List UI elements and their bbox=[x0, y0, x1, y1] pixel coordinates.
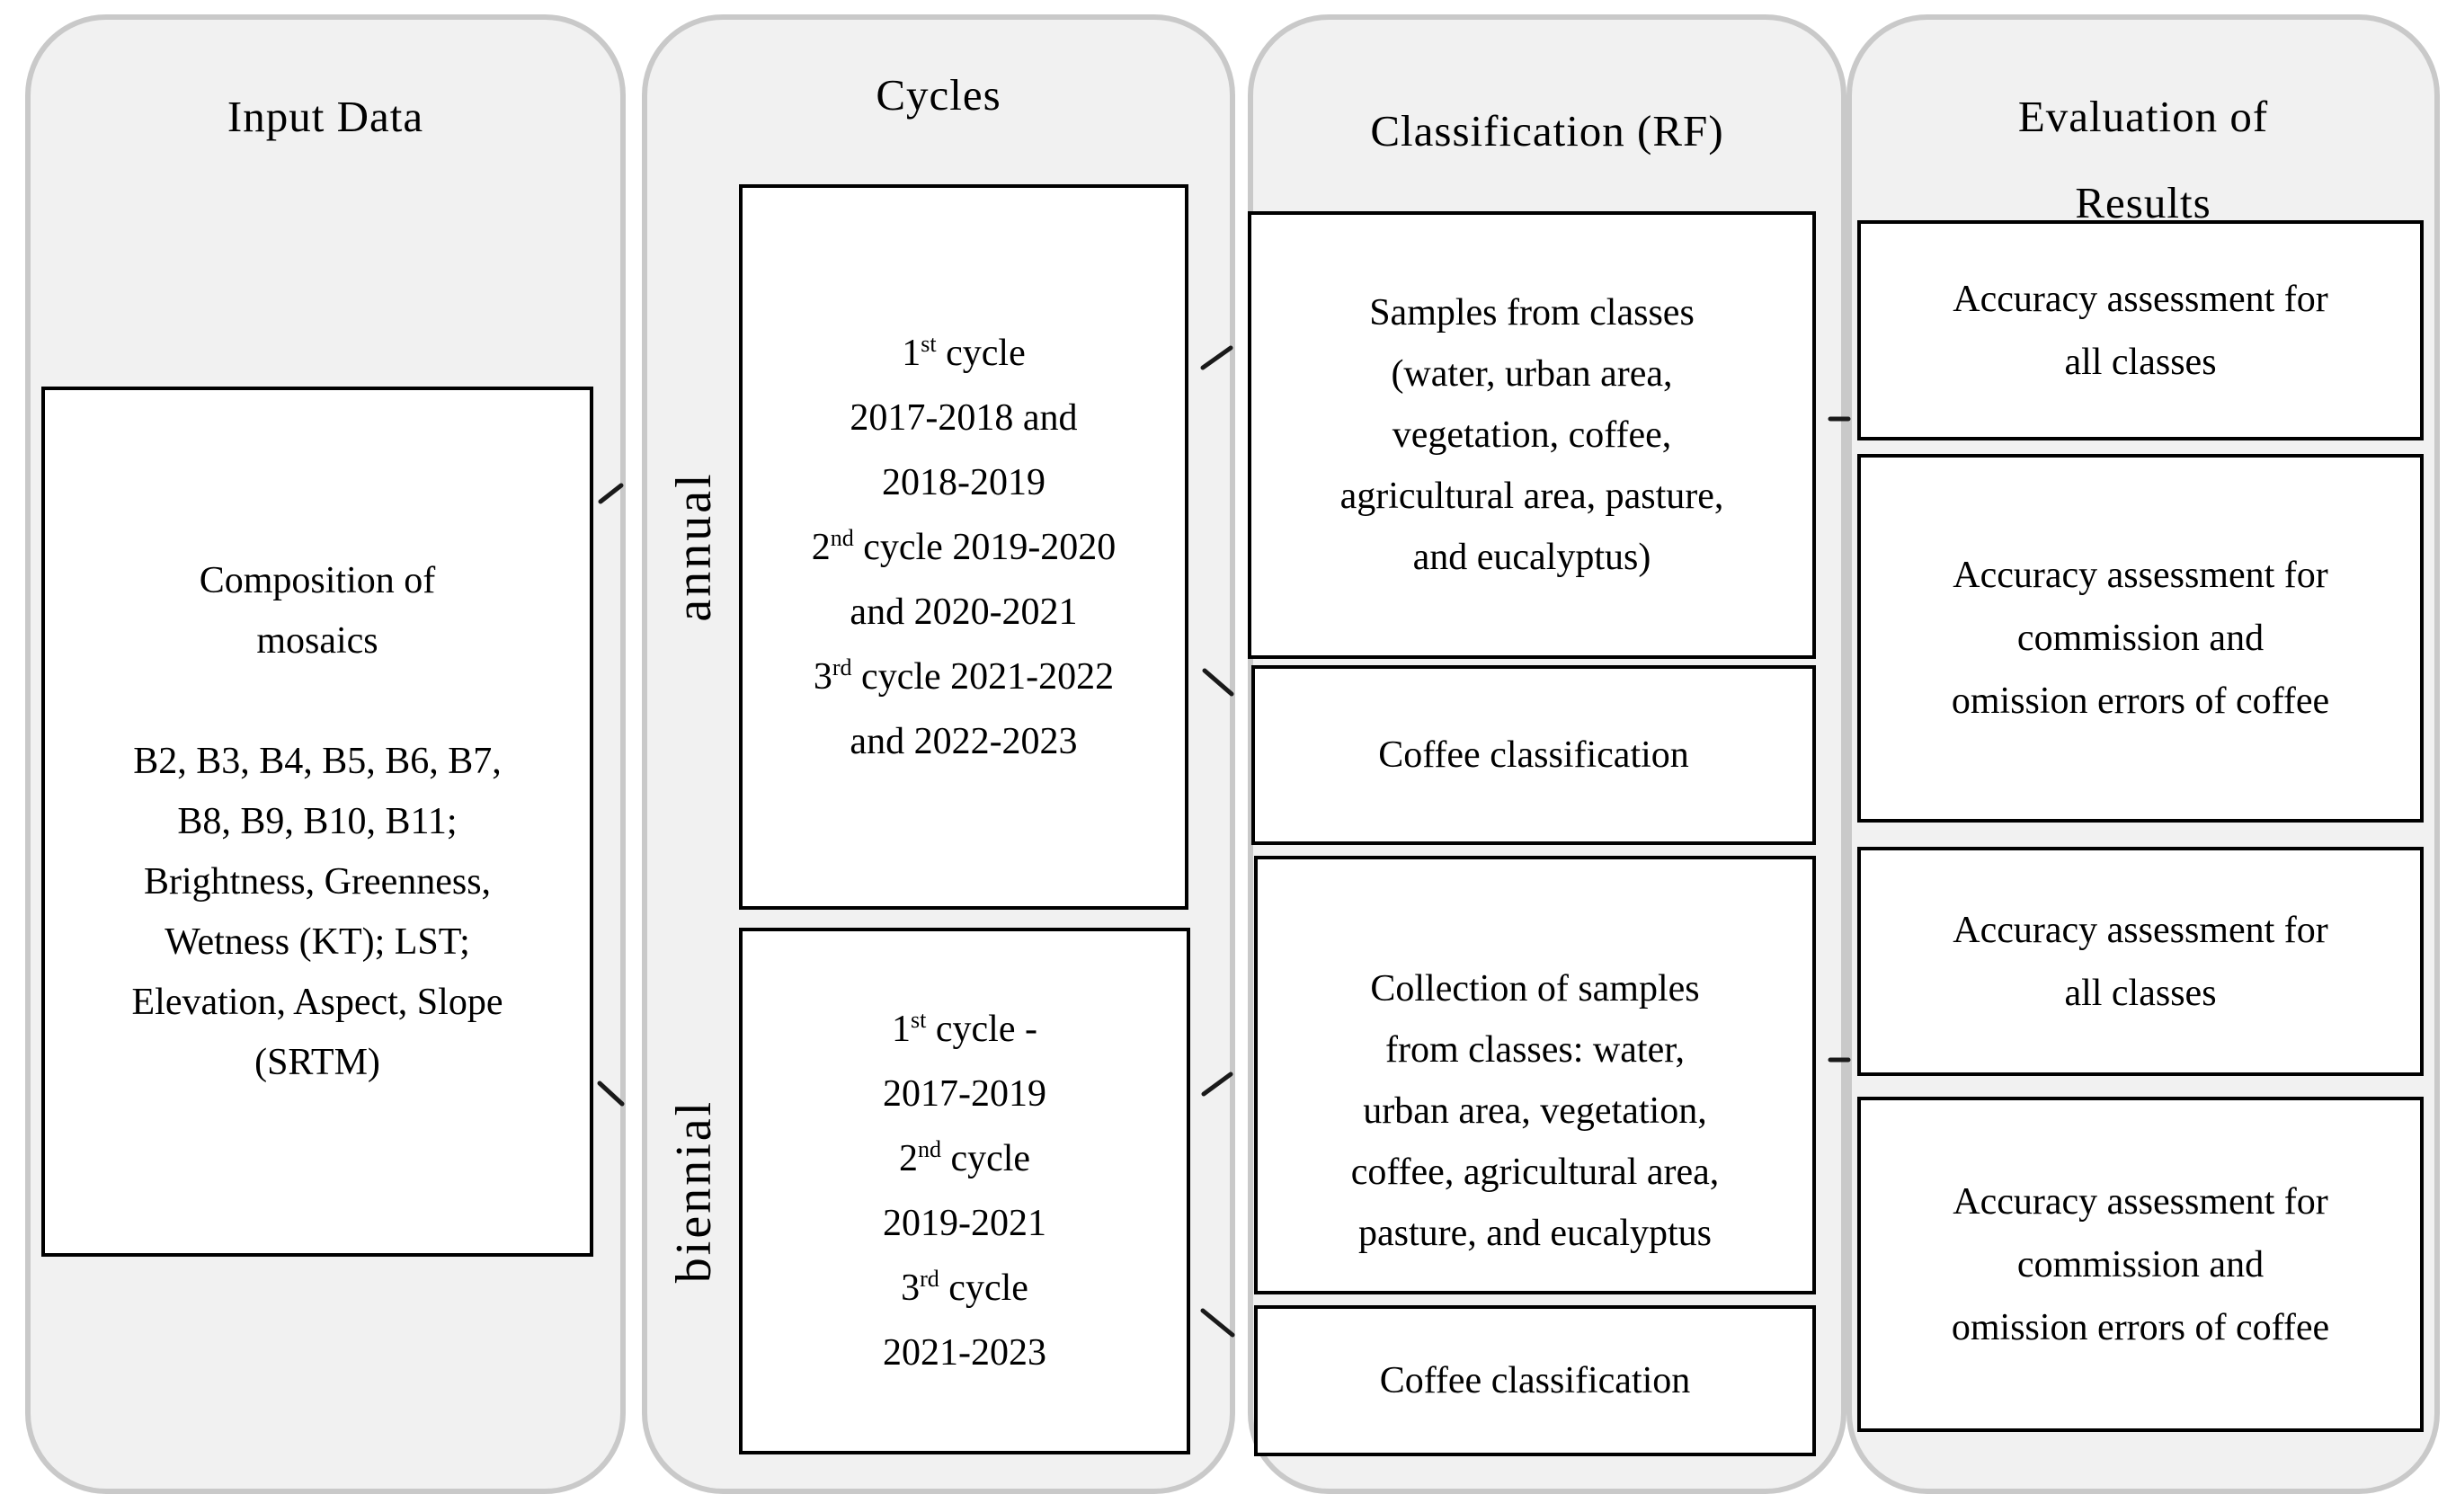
samples-box: Samples from classes(water, urban area,v… bbox=[1248, 211, 1816, 659]
title-input-data: Input Data bbox=[227, 92, 424, 141]
coffee-classification-box-biennial: Coffee classification bbox=[1254, 1305, 1816, 1456]
title-cycles: Cycles bbox=[876, 70, 1001, 120]
coffee-classification-box-annual: Coffee classification bbox=[1251, 665, 1816, 845]
title-classification: Classification (RF) bbox=[1370, 106, 1724, 156]
